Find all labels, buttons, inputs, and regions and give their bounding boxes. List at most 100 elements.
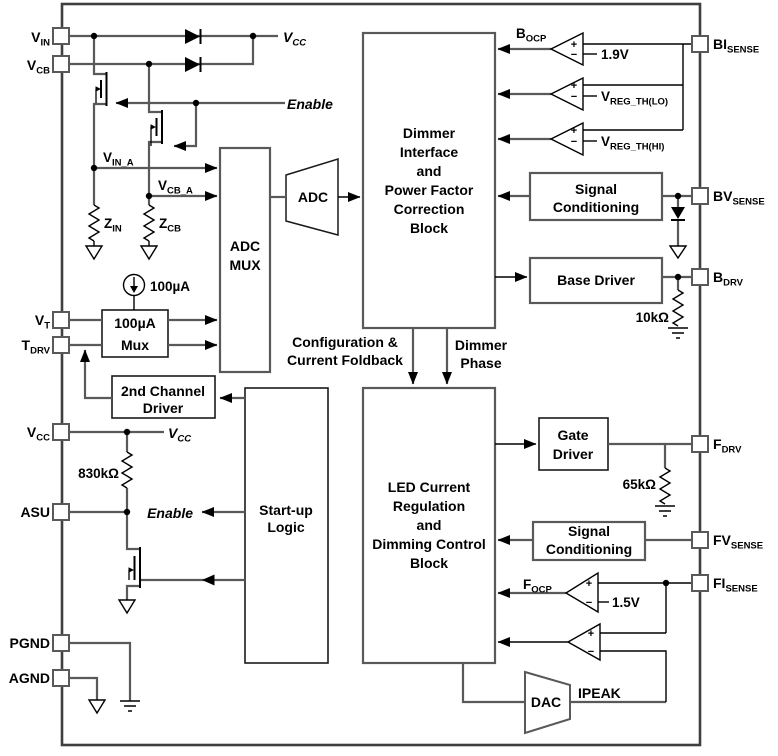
ground-icon [117, 599, 137, 615]
svg-text:and: and [417, 517, 442, 533]
gate-driver-label: Gate [557, 427, 588, 443]
sigcond-bottom-label: Signal [568, 523, 610, 539]
svg-text:Correction: Correction [394, 201, 465, 217]
minus-sign: − [586, 597, 592, 609]
block-2nd-channel-driver [111, 375, 216, 419]
2nd-channel-label: 2nd Channel [121, 383, 205, 399]
plus-sign: + [586, 578, 592, 590]
plus-sign: + [571, 125, 577, 137]
block-startup-logic [244, 387, 329, 664]
resistor-65k [658, 467, 672, 505]
current-source-icon [122, 273, 146, 297]
ground-icon [139, 245, 159, 261]
svg-text:Block: Block [410, 555, 448, 571]
minus-sign: − [588, 646, 594, 658]
pin-label-asu: ASU [20, 504, 50, 520]
svg-text:Phase: Phase [460, 355, 501, 371]
pin-fisense [691, 574, 709, 592]
plus-sign: + [588, 628, 594, 640]
svg-text:Current Foldback: Current Foldback [287, 352, 403, 368]
base-driver-label: Base Driver [557, 272, 635, 288]
major-blocks [218, 31, 664, 735]
dimmer-phase-label: Dimmer [455, 337, 508, 353]
ground-icon [87, 699, 107, 715]
pin-label-bvsense: BVSENSE [713, 188, 765, 208]
ground-icon [668, 245, 688, 260]
bocp-label: BOCP [516, 26, 547, 45]
block-dimmer-interface [361, 31, 497, 330]
comparator-vreg-lo [549, 76, 584, 112]
enable-bottom-label: Enable [147, 505, 193, 521]
vcc-top-label: VCC [283, 29, 306, 49]
wire-comp5-plus [600, 583, 667, 634]
mosfet-icon [128, 547, 141, 588]
adc-mux-label: ADC [230, 238, 260, 254]
ground-icon [84, 245, 104, 261]
pin-fvsense [691, 531, 709, 549]
zin-label: ZIN [104, 216, 122, 235]
dac-label: DAC [531, 694, 561, 710]
pin-label-sub: IN [41, 38, 51, 49]
block-adc-mux [218, 146, 272, 374]
pin-fdrv [691, 435, 709, 453]
svg-text:Dimming Control: Dimming Control [372, 536, 486, 552]
svg-text:and: and [417, 163, 442, 179]
pin-label-pgnd: PGND [10, 635, 50, 651]
led-block-label: LED Current [388, 479, 471, 495]
zcb-label: ZCB [159, 216, 181, 235]
pin-bisense [691, 35, 709, 53]
wire-mosfet2-leads [147, 64, 162, 196]
wire-vcb-to-vcc [69, 37, 255, 66]
pin-label-vcc: VCC [27, 424, 50, 444]
pin-vcc [52, 423, 70, 441]
block-base-driver [528, 256, 664, 305]
comparator-focp [564, 571, 599, 614]
wire-agnd [69, 676, 99, 700]
pin-label-fvsense: FVSENSE [713, 532, 763, 552]
comparator-signs: + − + − + − + − + − [571, 39, 594, 658]
r10k-label: 10kΩ [636, 310, 670, 325]
pin-label-fdrv: FDRV [713, 436, 742, 456]
pin-bvsense [691, 187, 709, 205]
diode-icon [671, 207, 685, 219]
pin-vcb [52, 55, 70, 73]
pin-tdrv [52, 336, 70, 354]
wire-led-to-dac [461, 663, 525, 704]
pin-label-tdrv: TDRV [22, 337, 51, 357]
vcc-mid-label: VCC [168, 425, 191, 445]
resistors [87, 204, 685, 505]
svg-text:Block: Block [410, 220, 448, 236]
svg-text:Conditioning: Conditioning [546, 541, 632, 557]
svg-text:Regulation: Regulation [393, 498, 465, 514]
dimmer-label: Dimmer [403, 125, 456, 141]
pin-labels: VIN VCB VT TDRV VCC ASU PGND AGND BISENS… [9, 29, 765, 686]
wire-enable-mosfet2 [173, 103, 198, 151]
svg-text:Interface: Interface [400, 144, 459, 160]
vin-a-label: VIN_A [103, 150, 134, 169]
ic-boundary [60, 2, 702, 747]
enable-top-label: Enable [287, 96, 333, 112]
vreg-hi-label: VREG_TH(HI) [601, 134, 664, 153]
wiring-black [133, 43, 692, 702]
pin-label-bdrv: BDRV [713, 269, 744, 289]
earth-ground-icon [668, 327, 688, 339]
signal-labels: VCC Enable VIN_A VCB_A ZIN ZCB 100µA BOC… [78, 26, 669, 701]
minus-sign: − [571, 136, 577, 148]
pin-label-main: V [31, 29, 41, 45]
svg-text:Driver: Driver [143, 400, 184, 416]
vcb-a-label: VCB_A [158, 178, 193, 197]
resistor-10k [671, 289, 685, 327]
wire-2ndch-to-tdrv [80, 349, 112, 400]
100ua-label: 100µA [150, 279, 190, 294]
minus-sign: − [571, 91, 577, 103]
svg-text:Power Factor: Power Factor [385, 182, 474, 198]
arrowhead [202, 574, 215, 586]
comparator-bocp [549, 31, 584, 67]
r830k-label: 830kΩ [78, 466, 119, 481]
adc-label: ADC [298, 189, 328, 205]
earth-ground-icon [655, 505, 675, 517]
focp-label: FOCP [523, 577, 553, 596]
junction-dots [90, 32, 682, 587]
pin-vt [52, 311, 70, 329]
